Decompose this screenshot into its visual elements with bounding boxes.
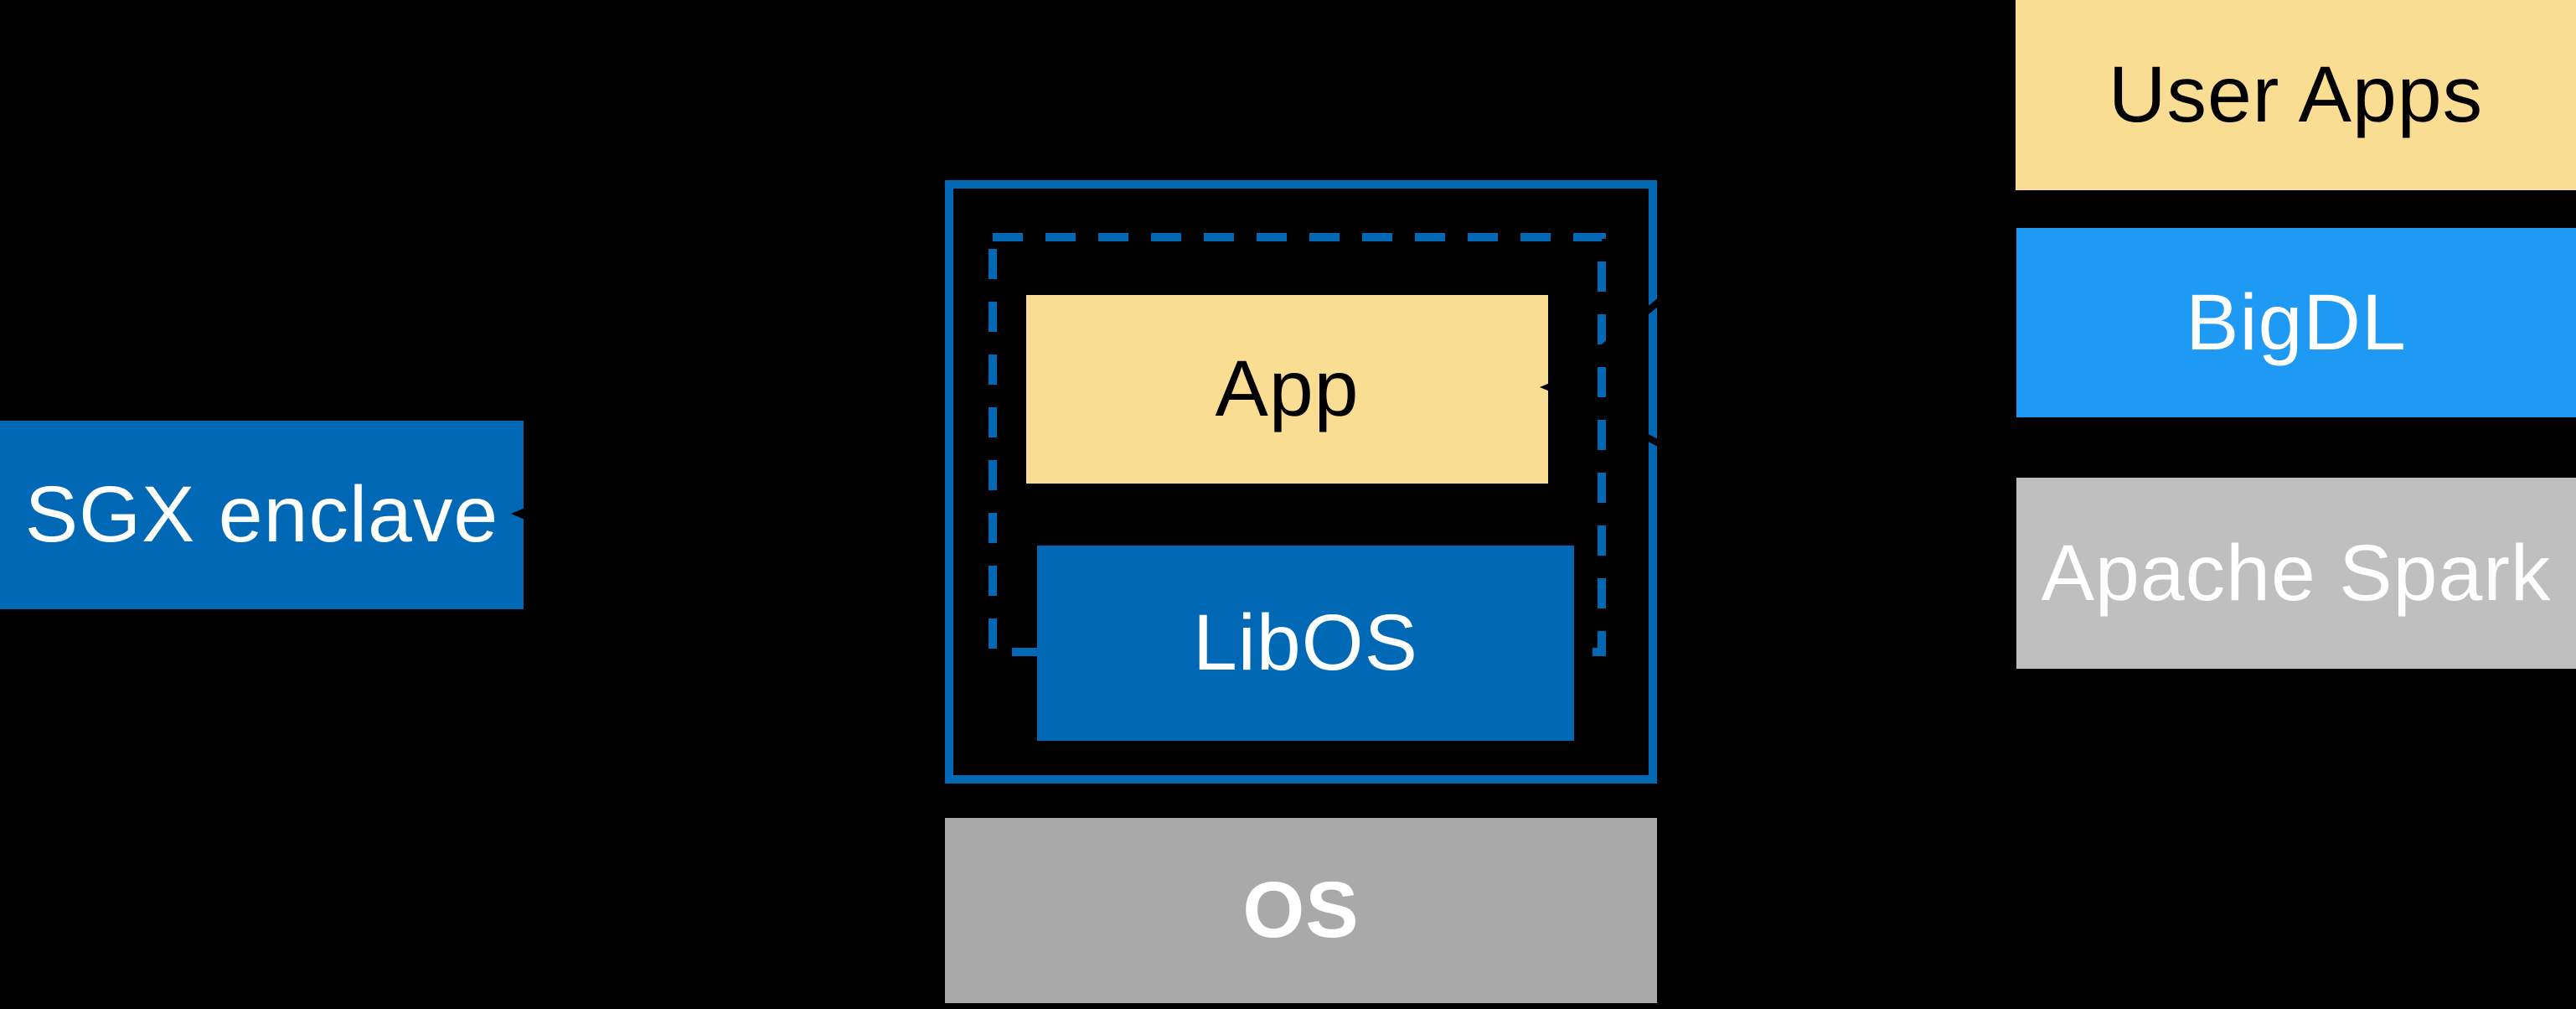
enclave-solid-border bbox=[945, 180, 1657, 784]
libos-box: LibOS bbox=[1037, 546, 1574, 741]
sgx-enclave-label-box: SGX enclave bbox=[0, 421, 524, 609]
os-box: OS bbox=[945, 818, 1657, 1003]
funnel-line-top bbox=[1552, 7, 2016, 391]
user-apps-label: User Apps bbox=[2108, 50, 2484, 139]
bigdl-label: BigDL bbox=[2186, 277, 2407, 367]
bigdl-box: BigDL bbox=[2016, 228, 2576, 417]
os-label: OS bbox=[1242, 866, 1360, 955]
sgx-enclave-label: SGX enclave bbox=[24, 470, 499, 559]
sgx-pointer-arrowhead-icon bbox=[511, 500, 543, 527]
apache-spark-box: Apache Spark bbox=[2016, 478, 2576, 669]
app-box: App bbox=[1026, 295, 1548, 484]
libos-label: LibOS bbox=[1192, 598, 1419, 687]
app-label: App bbox=[1215, 344, 1360, 433]
apache-spark-label: Apache Spark bbox=[2041, 528, 2552, 618]
user-apps-box: User Apps bbox=[2016, 0, 2576, 190]
funnel-line-bottom bbox=[1553, 384, 2015, 639]
